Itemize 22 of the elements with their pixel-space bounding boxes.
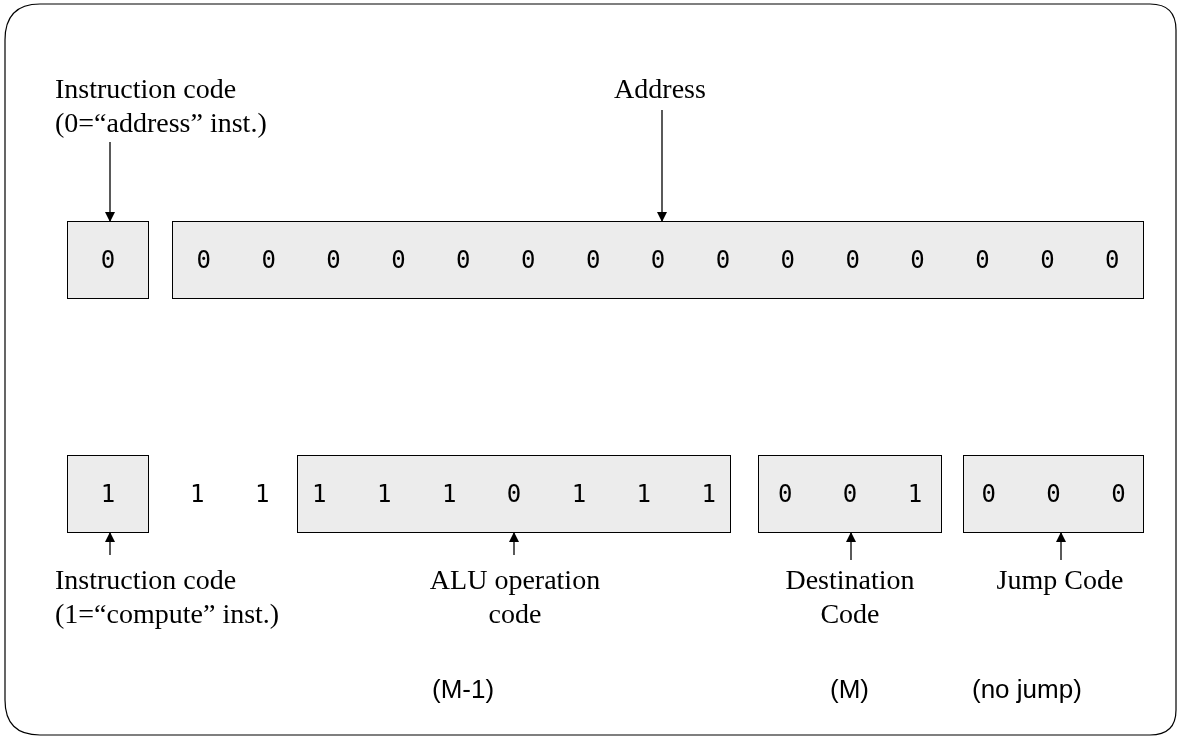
bit-field-box: 0 0 0 bbox=[963, 455, 1144, 533]
field-label: Address bbox=[560, 72, 760, 106]
leader-arrow bbox=[105, 141, 115, 222]
field-label: Jump Code bbox=[990, 563, 1130, 597]
note-text: (M-1) bbox=[432, 674, 495, 705]
leader-arrow bbox=[657, 109, 667, 222]
bit-digits: 1 1 bbox=[190, 479, 270, 510]
field-label: ALU operation code bbox=[410, 563, 620, 631]
bit-field-box: 1 bbox=[67, 455, 149, 533]
leader-arrow bbox=[1056, 532, 1066, 561]
bit-field-box: 0 bbox=[67, 221, 149, 299]
field-label: Instruction code (0=“address” inst.) bbox=[55, 72, 325, 140]
note-text: (no jump) bbox=[972, 674, 1082, 705]
bit-field-box: 0 0 0 0 0 0 0 0 0 0 0 0 0 0 0 bbox=[172, 221, 1144, 299]
leader-arrow bbox=[846, 532, 856, 561]
field-label: Instruction code (1=“compute” inst.) bbox=[55, 563, 355, 631]
note-text: (M) bbox=[830, 674, 869, 705]
bit-field-box: 1 1 1 0 1 1 1 bbox=[297, 455, 731, 533]
leader-arrow bbox=[105, 532, 115, 556]
field-label: Destination Code bbox=[770, 563, 930, 631]
leader-arrow bbox=[509, 532, 519, 556]
bit-field-box: 0 0 1 bbox=[758, 455, 942, 533]
